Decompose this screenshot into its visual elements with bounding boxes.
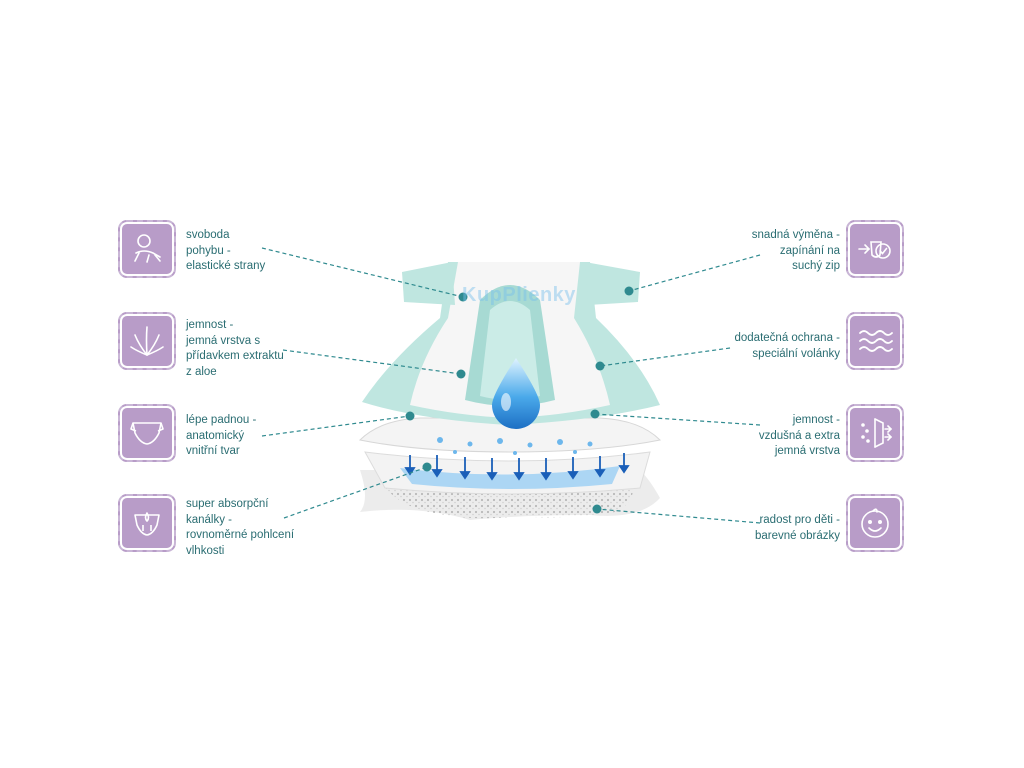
diaper-body: [362, 262, 660, 425]
feature-label-absorbent-channels: super absorpční kanálky - rovnoměrné poh…: [186, 498, 295, 557]
leader-endpoints: [405, 286, 634, 514]
diaper-shape-icon: [118, 404, 176, 462]
easy-change-icon: [846, 220, 904, 278]
absorption-layer: [364, 451, 651, 495]
feature-label-colorful-pictures: radost pro děti - barevné obrázky: [754, 514, 840, 542]
feature-label-velcro-fastening: snadná výměna - zapínání na suchý zip: [751, 229, 840, 272]
water-drop-icon: [492, 358, 540, 429]
airflow-icon: [846, 404, 904, 462]
leader-lines: [261, 247, 761, 524]
smiling-baby-icon: [846, 494, 904, 552]
aloe-plant-icon: [118, 312, 176, 370]
absorbent-channels-icon: [118, 494, 176, 552]
feature-label-special-frills: dodatečná ochrana - speciální volánky: [734, 332, 841, 360]
crawling-baby-icon: [118, 220, 176, 278]
absorption-arrows: [404, 453, 630, 481]
waves-icon: [846, 312, 904, 370]
feature-label-airy-layer: jemnost - vzdušná a extra jemná vrstva: [758, 414, 840, 457]
droplets: [437, 437, 593, 455]
feature-label-aloe-layer: jemnost - jemná vrstva s přídavkem extra…: [186, 319, 284, 378]
feature-label-elastic-sides: svoboda pohybu - elastické strany: [186, 229, 266, 272]
feature-label-anatomic-shape: lépe padnou - anatomický vnitřní tvar: [186, 414, 257, 457]
watermark-text: KupPlienky: [462, 284, 576, 306]
